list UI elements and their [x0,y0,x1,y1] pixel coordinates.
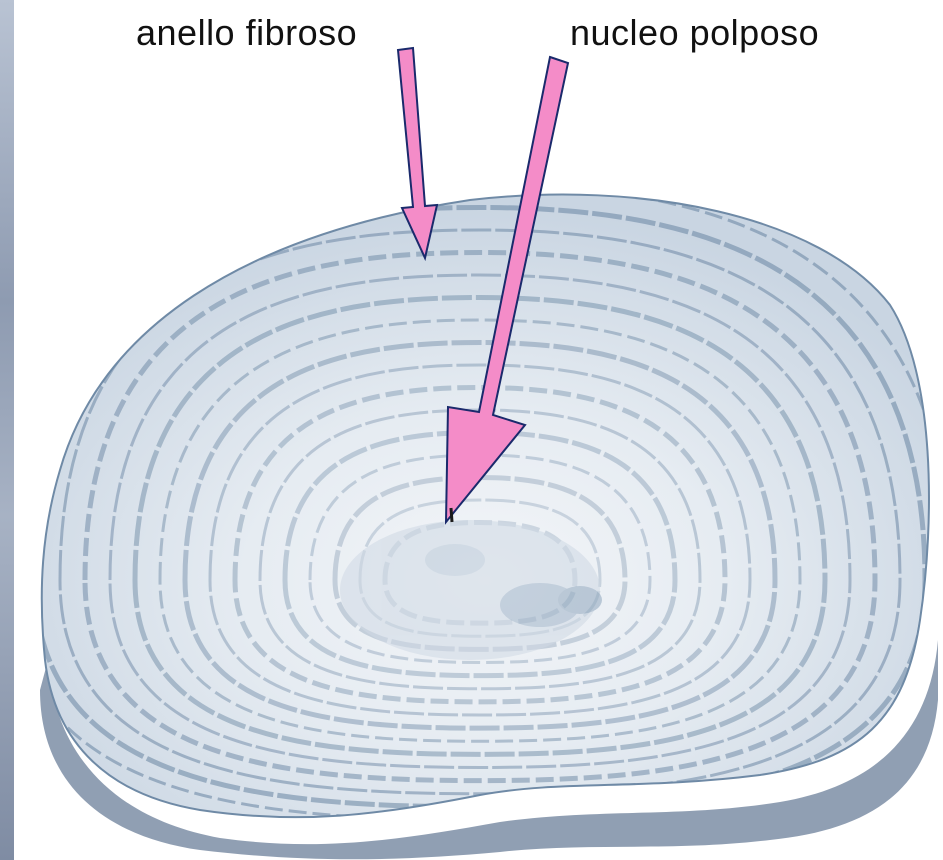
label-nucleo-polposo: nucleo polposo [570,12,819,54]
label-anello-fibroso: anello fibroso [136,12,357,54]
arrow-tip-mark [451,508,452,522]
disc-body [42,195,929,818]
nucleus-pulposus [340,520,602,660]
